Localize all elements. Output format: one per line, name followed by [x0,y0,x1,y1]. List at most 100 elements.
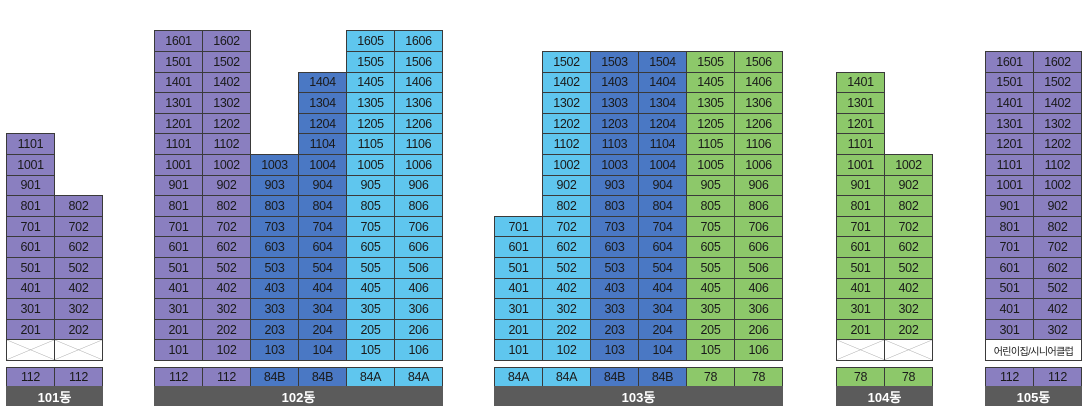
unit-cell: 506 [394,257,443,279]
unit-cell: 402 [1033,298,1082,320]
unit-cell: 502 [1033,277,1082,300]
unit-cell: 1602 [1033,51,1082,73]
unit-type-cell: 112 [985,367,1034,387]
unit-cell: 1204 [298,112,347,135]
unit-cell: 205 [686,318,735,341]
unit-cell: 901 [836,174,885,197]
unit-cell: 502 [54,257,103,279]
unit-cell: 306 [734,298,783,320]
unit-cell: 1501 [154,51,203,73]
unit-cell: 501 [154,257,203,279]
unit-type-cell: 84B [590,367,639,387]
unit-cell: 705 [686,215,735,238]
unit-cell: 1102 [542,133,591,155]
unit-cell: 602 [542,236,591,258]
unit-cell: 702 [884,215,933,238]
unit-cell: 806 [394,195,443,217]
unit-cell: 1206 [734,112,783,135]
unit-cell: 402 [542,277,591,300]
unit-cell: 1201 [154,112,203,135]
unit-cell: 1002 [884,154,933,176]
unit-cell: 705 [346,215,395,238]
unit-cell: 605 [686,236,735,258]
unit-cell: 302 [54,298,103,320]
unit-cell: 606 [394,236,443,258]
unit-cell: 106 [394,339,443,361]
unit-cell: 1401 [985,92,1034,114]
unit-cell: 1506 [394,51,443,73]
unit-cell: 1202 [542,112,591,135]
unit-cell: 701 [836,215,885,238]
unit-cell: 506 [734,257,783,279]
unit-cell: 302 [542,298,591,320]
unit-cell: 1301 [985,112,1034,135]
unit-cell: 1103 [590,133,639,155]
unit-cell: 904 [298,174,347,197]
unit-type-cell: 78 [686,367,735,387]
unit-type-cell: 78 [884,367,933,387]
unit-cell: 902 [1033,195,1082,217]
unit-cell: 804 [638,195,687,217]
unit-type-cell: 84A [346,367,395,387]
unit-cell: 502 [542,257,591,279]
unit-cell: 404 [638,277,687,300]
unit-cell: 1101 [985,154,1034,176]
unit-cell: 1502 [202,51,251,73]
unit-cell: 1201 [985,133,1034,155]
unit-cell: 103 [590,339,639,361]
unit-cell: 701 [154,215,203,238]
unit-cell: 604 [638,236,687,258]
unit-type-cell: 112 [1033,367,1082,387]
unit-cell: 202 [542,318,591,341]
unit-cell: 906 [394,174,443,197]
unit-cell: 602 [884,236,933,258]
unit-cell: 801 [154,195,203,217]
unit-cell: 1605 [346,30,395,52]
building-label: 104동 [836,386,933,406]
unit-cell: 104 [298,339,347,361]
unit-cell: 505 [686,257,735,279]
unit-cell: 305 [346,298,395,320]
unit-cell: 701 [985,236,1034,258]
unit-cell: 1105 [346,133,395,155]
unit-cell: 1402 [542,71,591,94]
unit-cell: 1302 [202,92,251,114]
unit-cell: 1304 [298,92,347,114]
unit-cell: 201 [6,318,55,341]
unit-cell: 901 [985,195,1034,217]
unit-cell: 1203 [590,112,639,135]
unit-cell: 502 [884,257,933,279]
unit-cell: 1401 [154,71,203,94]
unit-cell: 1006 [394,154,443,176]
unit-cell: 306 [394,298,443,320]
unit-cell: 1204 [638,112,687,135]
unit-cell: 905 [686,174,735,197]
unit-type-cell: 84A [542,367,591,387]
unit-cell: 701 [494,215,543,238]
unit-cell: 803 [250,195,299,217]
unit-cell: 101 [154,339,203,361]
unit-cell: 805 [346,195,395,217]
unit-cell: 902 [884,174,933,197]
building-label: 101동 [6,386,103,406]
unit-cell: 1202 [1033,133,1082,155]
unit-cell: 801 [6,195,55,217]
unit-cell: 203 [590,318,639,341]
unit-cell: 105 [686,339,735,361]
unit-cell: 302 [884,298,933,320]
unit-cell: 202 [54,318,103,341]
unit-cell: 805 [686,195,735,217]
unit-cell: 206 [734,318,783,341]
unit-cell: 402 [202,277,251,300]
unit-cell: 1205 [686,112,735,135]
unit-cell: 1003 [250,154,299,176]
unit-cell: 201 [836,318,885,341]
unit-cell: 401 [154,277,203,300]
unit-cell: 402 [54,277,103,300]
unit-cell: 302 [202,298,251,320]
unit-type-cell: 84A [494,367,543,387]
unit-type-cell: 112 [6,367,55,387]
unit-cell: 1405 [686,71,735,94]
unit-type-cell: 78 [836,367,885,387]
unit-cell: 1506 [734,51,783,73]
